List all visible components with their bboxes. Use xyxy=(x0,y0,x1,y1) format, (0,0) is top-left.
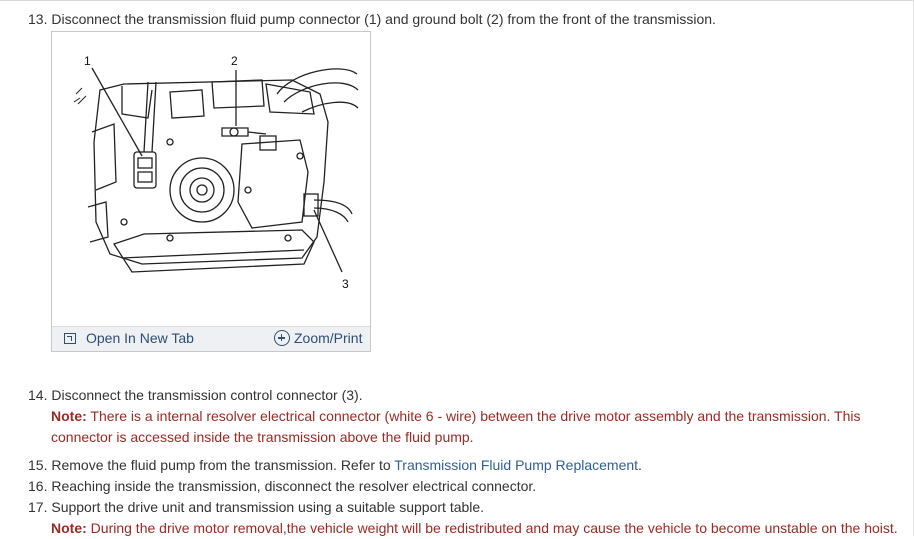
open-new-tab-icon xyxy=(64,332,76,344)
step-text: Reaching inside the transmission, discon… xyxy=(51,478,537,494)
callout-1: 1 xyxy=(84,54,91,68)
step-13: 13. Disconnect the transmission fluid pu… xyxy=(28,9,716,30)
callout-2: 2 xyxy=(231,54,238,68)
step-number: 15. xyxy=(28,457,48,473)
step-15: 15. Remove the fluid pump from the trans… xyxy=(28,455,642,476)
step-number: 13. xyxy=(28,11,48,27)
note-label: Note: xyxy=(51,408,87,424)
step-text: Disconnect the transmission fluid pump c… xyxy=(51,11,716,27)
step-number: 14. xyxy=(28,387,48,403)
zoom-print-label: Zoom/Print xyxy=(294,330,363,346)
note-resolver: Note: There is a internal resolver elect… xyxy=(51,406,861,448)
zoom-plus-icon xyxy=(274,330,290,346)
link-fluid-pump-replacement[interactable]: Transmission Fluid Pump Replacement xyxy=(394,457,639,473)
zoom-print-button[interactable]: Zoom/Print xyxy=(274,330,362,346)
note-text-line1: There is a internal resolver electrical … xyxy=(86,408,861,424)
open-new-tab-button[interactable]: Open In New Tab xyxy=(64,330,194,346)
figure-toolbar: Open In New Tab Zoom/Print xyxy=(52,326,370,351)
step-number: 17. xyxy=(28,499,48,515)
step-text: Support the drive unit and transmission … xyxy=(51,499,485,515)
step-14: 14. Disconnect the transmission control … xyxy=(28,385,363,406)
step-number: 16. xyxy=(28,478,48,494)
step-16: 16. Reaching inside the transmission, di… xyxy=(28,476,536,497)
note-text: During the drive motor removal,the vehic… xyxy=(86,520,898,536)
top-divider xyxy=(0,0,914,1)
step-text-end: . xyxy=(638,457,642,473)
step-17: 17. Support the drive unit and transmiss… xyxy=(28,497,484,518)
step-text: Remove the fluid pump from the transmiss… xyxy=(51,457,395,473)
open-new-tab-label: Open In New Tab xyxy=(86,330,194,346)
callout-3: 3 xyxy=(342,277,349,291)
note-vehicle-weight: Note: During the drive motor removal,the… xyxy=(51,518,898,539)
note-text-line2: connector is accessed inside the transmi… xyxy=(51,429,474,445)
step-text: Disconnect the transmission control conn… xyxy=(51,387,363,403)
figure-transmission: 1 2 3 Open In New Tab Zoom/Print xyxy=(51,31,371,352)
note-label: Note: xyxy=(51,520,87,536)
transmission-illustration: 1 2 3 xyxy=(73,54,359,291)
